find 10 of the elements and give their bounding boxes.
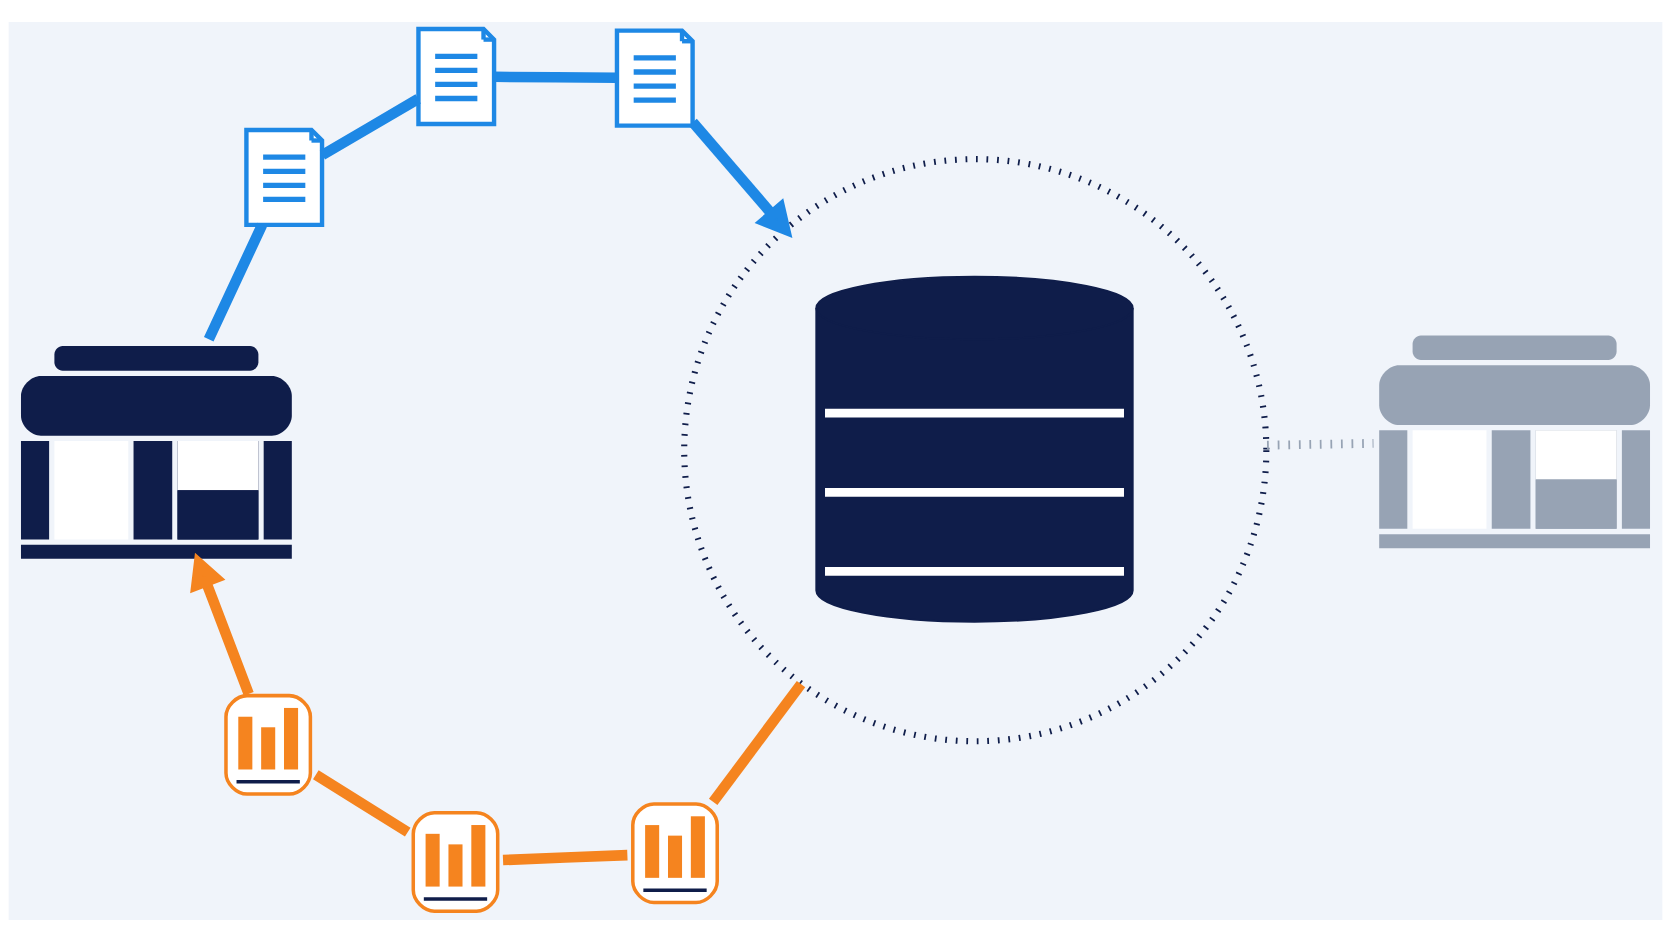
connector <box>313 769 411 837</box>
connector <box>494 71 617 83</box>
arrow <box>190 552 254 696</box>
connector <box>319 93 421 160</box>
connector <box>708 680 806 805</box>
connector <box>1266 438 1374 450</box>
connector <box>502 849 628 865</box>
cluster <box>681 155 1270 744</box>
arrow <box>688 118 793 238</box>
connector <box>203 222 267 341</box>
